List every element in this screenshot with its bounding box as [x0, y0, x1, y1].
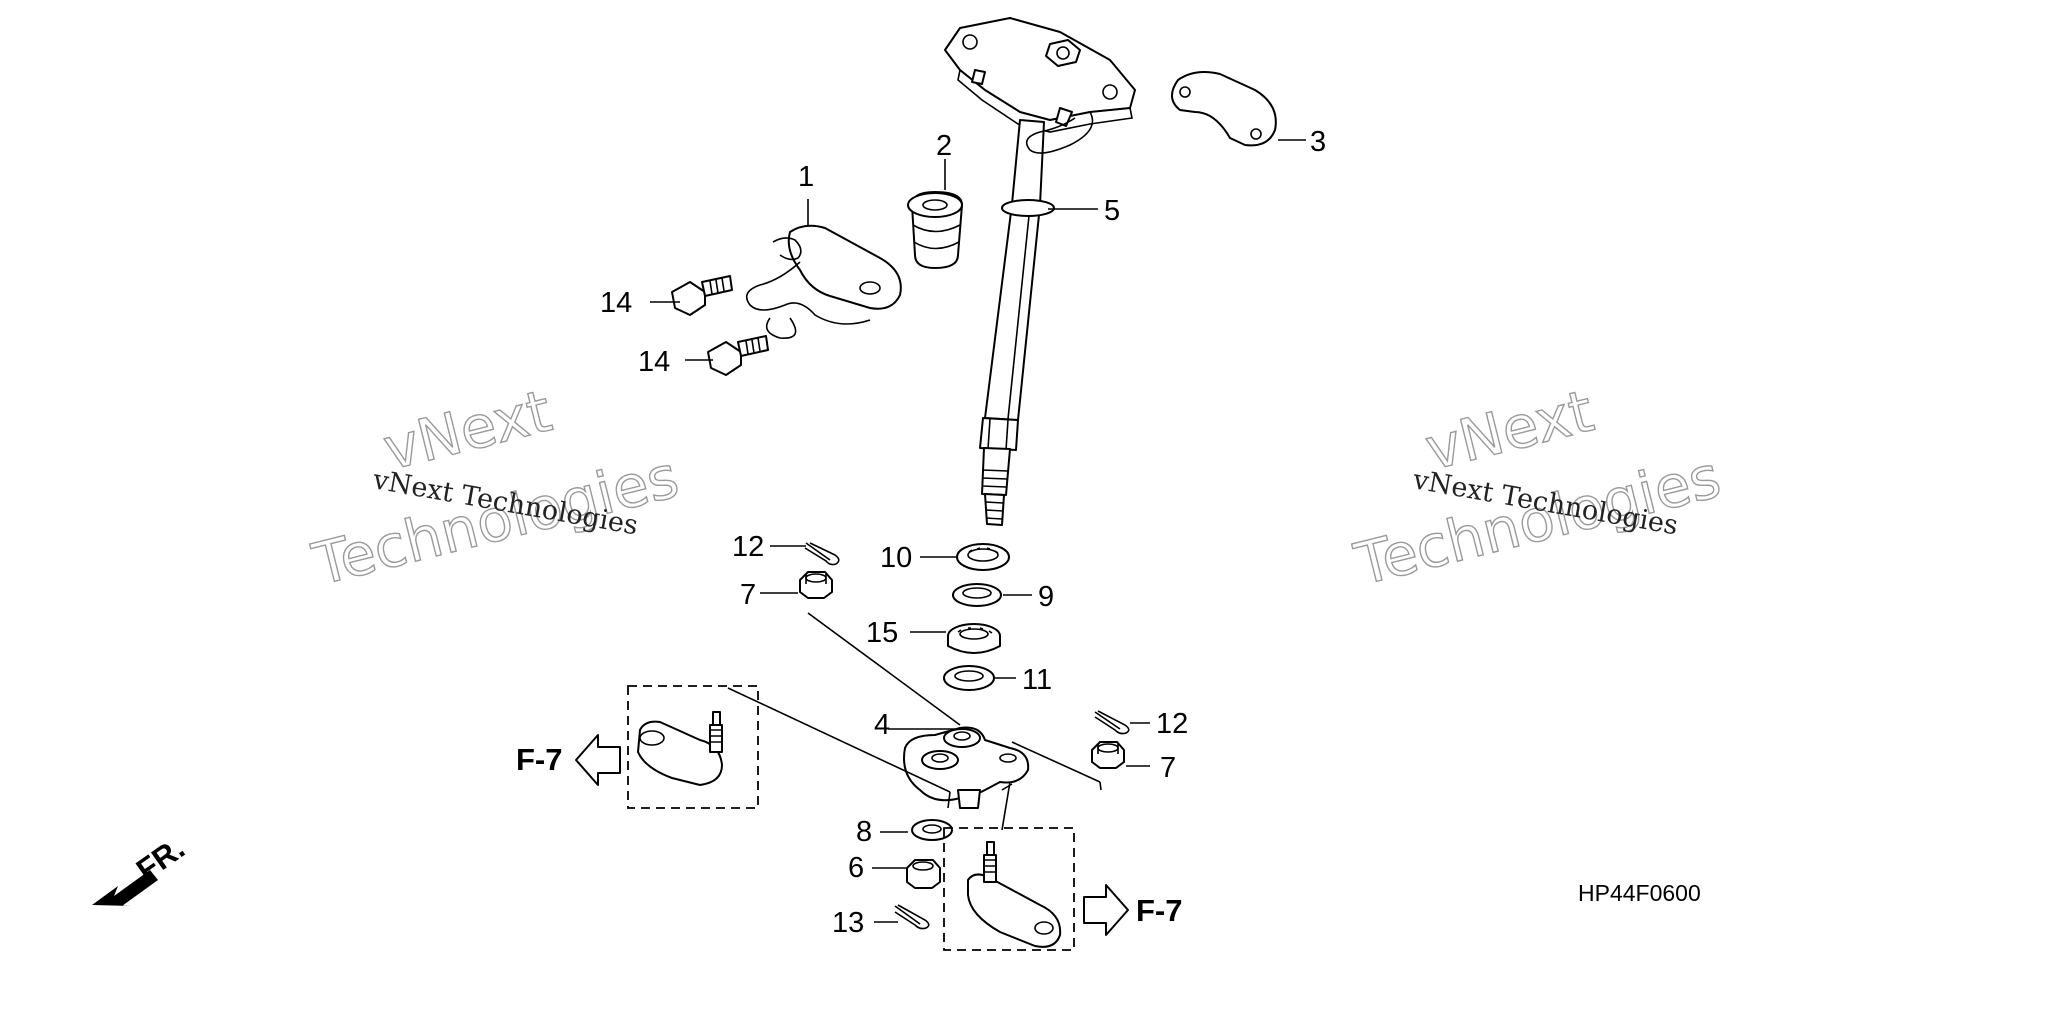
cotter-pin-upper [804, 542, 840, 566]
steering-shaft [944, 17, 1136, 526]
callout-10: 10 [880, 542, 912, 574]
watermark-right: vNext Technologies vNext Technologies [1347, 376, 1727, 600]
bearing-10 [956, 543, 1010, 571]
callout-11: 11 [1022, 664, 1052, 696]
watermark-big-line1-left: vNext [377, 377, 558, 484]
arrow-right-icon [1083, 884, 1129, 936]
callout-12-upper: 12 [732, 531, 764, 563]
reference-left: F-7 [516, 734, 621, 786]
callout-15: 15 [866, 617, 898, 649]
castle-nut-upper [799, 571, 833, 599]
callout-13: 13 [832, 907, 864, 939]
castle-nut-6 [906, 859, 941, 889]
oil-seal-9 [952, 583, 1002, 607]
callout-14-upper: 14 [600, 287, 632, 319]
flange-bolt-upper [671, 275, 733, 316]
front-indicator: FR. [92, 830, 191, 906]
flange-bolt-lower [707, 335, 769, 376]
callout-5: 5 [1104, 195, 1120, 227]
bushing [907, 191, 963, 269]
washer-8 [911, 819, 953, 841]
steering-arm [903, 726, 1030, 809]
cotter-pin-13 [894, 904, 930, 930]
bearing-15 [947, 623, 1001, 654]
callout-2: 2 [936, 130, 952, 162]
callout-9: 9 [1038, 581, 1054, 613]
callout-8: 8 [856, 816, 872, 848]
watermark-left: vNext Technologies vNext Technologies [305, 376, 685, 600]
cable-holder [745, 224, 902, 339]
reference-right-label: F-7 [1136, 893, 1183, 928]
tie-rod-end-left [627, 685, 759, 809]
leader-lines [650, 139, 1306, 923]
callout-6: 6 [848, 852, 864, 884]
tie-rod-end-right [943, 827, 1075, 951]
oil-seal-11 [943, 665, 995, 691]
arrow-left-icon [575, 734, 621, 786]
cotter-pin-right [1094, 710, 1130, 735]
front-arrow-icon [92, 870, 158, 906]
callout-1: 1 [798, 161, 814, 193]
callout-7-upper: 7 [740, 579, 756, 611]
shaft-holder [1171, 71, 1277, 147]
reference-left-label: F-7 [516, 742, 563, 777]
castle-nut-right [1091, 741, 1125, 769]
assembly-lines [727, 612, 1102, 831]
callout-3: 3 [1310, 126, 1326, 158]
watermark-big-line1-right: vNext [1419, 377, 1600, 484]
callout-4: 4 [874, 709, 890, 741]
callout-14-lower: 14 [638, 346, 670, 378]
callout-12-right: 12 [1156, 708, 1188, 740]
callout-7-right: 7 [1160, 752, 1176, 784]
reference-right: F-7 [1083, 884, 1183, 936]
diagram-code: HP44F0600 [1578, 880, 1701, 906]
